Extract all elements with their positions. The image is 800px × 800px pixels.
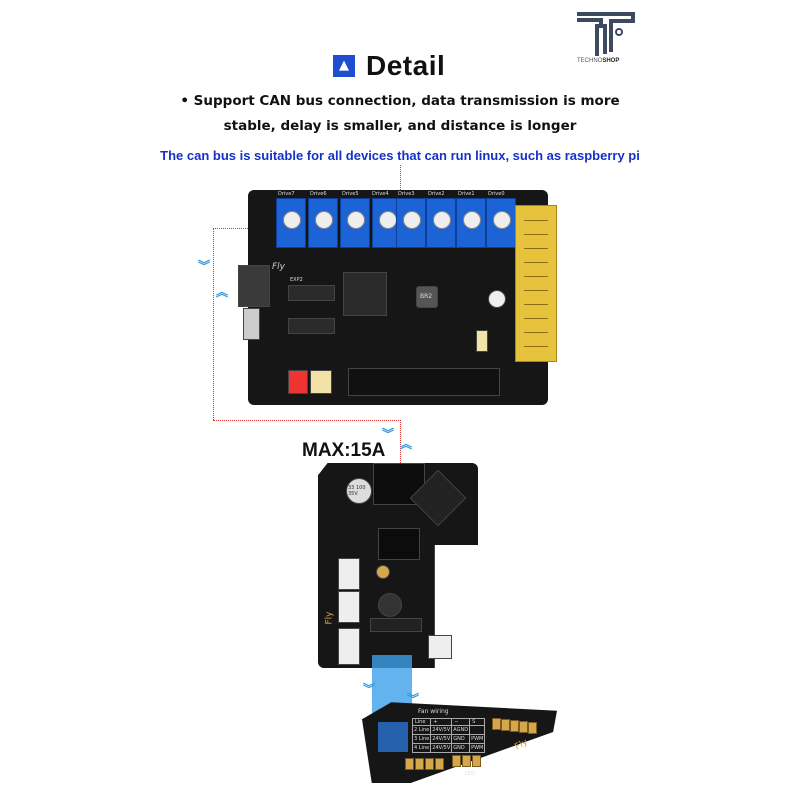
toolhead-label: Fly <box>324 611 335 625</box>
max-current-label: MAX:15A <box>302 440 386 461</box>
table-cell: 24V/5V <box>430 743 453 753</box>
table-cell: PWM <box>469 734 486 744</box>
driver-label: Drive4 <box>372 191 389 197</box>
solder-pad <box>415 758 424 770</box>
table-header: S <box>469 718 486 726</box>
solder-pad <box>462 755 471 767</box>
board-label: Fly <box>272 262 286 272</box>
driver-label: Drive2 <box>428 191 445 197</box>
can-toolhead-board-image: 33 100 35V Fly <box>318 463 478 668</box>
solder-pad <box>452 755 461 767</box>
stepper-driver <box>276 198 306 248</box>
table-cell: GND <box>451 734 471 744</box>
fan-wiring-title: Fan wiring <box>418 708 449 715</box>
table-cell: GND <box>451 743 471 753</box>
table-cell: 2 Line <box>411 725 432 735</box>
solder-pad <box>472 755 481 767</box>
stepper-driver <box>396 198 426 248</box>
fan-connector <box>428 635 452 659</box>
solder-pad <box>435 758 444 770</box>
table-cell <box>469 725 486 735</box>
led-label: LED <box>465 771 475 777</box>
can-line <box>400 420 401 465</box>
table-cell: 4 Line <box>411 743 432 753</box>
solder-pad <box>501 719 510 731</box>
driver-label: Drive1 <box>458 191 475 197</box>
chevron-down-icon: ︾ <box>382 427 395 441</box>
can-line <box>400 165 401 190</box>
chevron-down-icon: ︾ <box>198 259 211 273</box>
driver-label: Drive0 <box>488 191 505 197</box>
stepper-driver <box>456 198 486 248</box>
chevron-down-icon: ︾ <box>407 692 420 706</box>
logo-text-a: TECHNO <box>577 58 603 64</box>
solder-pad <box>405 758 414 770</box>
table-cell: 3 Line <box>411 734 432 744</box>
power-terminal-block <box>515 205 557 362</box>
capacitor-label: 33 100 35V <box>348 485 366 497</box>
mcu-chip <box>343 272 387 316</box>
feature-line-1: • Support CAN bus connection, data trans… <box>180 93 620 109</box>
page-title: Detail <box>366 50 446 81</box>
driver-label: Drive3 <box>398 191 415 197</box>
stepper-driver <box>486 198 516 248</box>
table-cell: AGND <box>451 725 471 735</box>
feature-line-2: stable, delay is smaller, and distance i… <box>223 118 577 134</box>
can-line <box>213 228 214 420</box>
techno-shop-logo <box>577 12 635 56</box>
solder-pad <box>425 758 434 770</box>
logo-text-b: SHOP <box>602 58 620 64</box>
stepper-driver <box>340 198 370 248</box>
driver-label: Drive7 <box>278 191 295 197</box>
chevron-up-icon: ︽ <box>216 285 229 299</box>
exp2-label: EXP2 <box>290 277 303 283</box>
driver-label: Drive5 <box>342 191 359 197</box>
can-line <box>213 420 401 421</box>
table-cell: PWM <box>469 743 486 753</box>
can-bus-note: The can bus is suitable for all devices … <box>160 148 640 163</box>
table-header: Line <box>411 718 432 726</box>
solder-pad <box>510 720 519 732</box>
can-line <box>213 228 248 229</box>
solder-pad <box>528 722 537 734</box>
table-cell: 24V/5V <box>430 734 453 744</box>
stepper-driver <box>308 198 338 248</box>
table-header: + <box>430 718 453 726</box>
ribbon-connector <box>378 722 408 752</box>
driver-label: Drive6 <box>310 191 327 197</box>
chip-label: BR2 <box>420 293 433 300</box>
solder-pad <box>492 718 501 730</box>
table-cell: 24V/5V <box>430 725 453 735</box>
chevron-down-icon: ︾ <box>363 682 376 696</box>
chevron-up-icon: ︽ <box>400 437 413 451</box>
fly-mainboard-image: Drive7 Drive6 Drive5 Drive4 Drive3 Drive… <box>238 190 548 405</box>
shop-logo-text: TECHNOSHOP <box>577 58 619 64</box>
solder-pad <box>519 721 528 733</box>
stepper-driver <box>426 198 456 248</box>
mellow-logo-icon: ▲ <box>333 55 355 77</box>
table-header: − <box>451 718 471 726</box>
